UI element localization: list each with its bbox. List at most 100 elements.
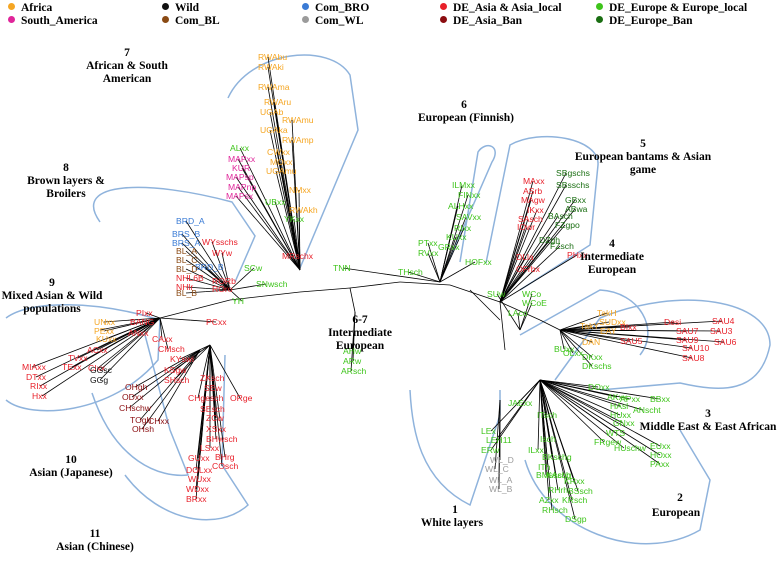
leaf-label: SAU8: [682, 353, 705, 363]
leaf-label: DSgp: [565, 514, 587, 524]
tree-branch: [221, 252, 226, 270]
tree-branch: [103, 319, 130, 323]
tree-branch: [513, 268, 527, 285]
tree-branch: [517, 312, 520, 321]
tree-branch: [209, 344, 227, 375]
cluster-name: European bantams & Asian: [575, 151, 712, 163]
leaf-label: SNwsch: [256, 279, 288, 289]
leaf-label: KUxx: [96, 334, 117, 344]
tree-branch: [205, 251, 231, 291]
tree-branch: [585, 312, 608, 322]
tree-branch: [295, 262, 301, 271]
tree-branch: [559, 324, 650, 331]
tree-branch: [269, 129, 284, 194]
tree-branch: [539, 379, 607, 417]
tree-branch: [157, 388, 178, 422]
tree-branch: [490, 418, 514, 451]
tree-branch: [152, 314, 161, 319]
cluster-name: Asian (Japanese): [29, 467, 113, 479]
tree-branch: [97, 345, 127, 369]
cluster-number: 11: [90, 528, 101, 540]
tree-branch: [229, 286, 250, 291]
tree-branch: [539, 379, 607, 391]
leaf-label: RHrh: [548, 485, 568, 495]
leaf-label: ROro: [212, 284, 233, 294]
tree-branch: [226, 373, 241, 399]
tree-branch: [540, 199, 576, 247]
leaf-label: MAPsp: [226, 172, 254, 182]
cluster-name: game: [630, 164, 656, 176]
tree-branch: [159, 317, 191, 321]
tree-branch: [596, 396, 644, 411]
tree-branch: [139, 319, 150, 323]
leaf-label: DZgh: [539, 235, 560, 245]
leaf-label: BIxx: [620, 322, 637, 332]
leaf-label: TakH: [597, 308, 617, 318]
cluster-name: African & South: [86, 60, 168, 72]
leaf-label: RWAma: [258, 82, 290, 92]
leaf-label: WL_D: [490, 455, 514, 465]
tree-branch: [291, 119, 296, 188]
tree-branch: [89, 317, 161, 346]
tree-branch: [221, 280, 226, 286]
tree-branch: [539, 379, 607, 427]
tree-branch: [598, 326, 631, 329]
tree-branch: [574, 413, 605, 443]
cluster-outlines: [5, 54, 771, 545]
tree-branch: [583, 393, 621, 407]
tree-branch: [583, 398, 621, 416]
leaf-label: SEw: [204, 383, 222, 393]
tree-branch: [427, 252, 434, 267]
leaf-label: Desi: [664, 317, 681, 327]
legend-de-asia: DE_Asia & Asia_local: [440, 2, 562, 14]
tree-branch: [577, 344, 593, 358]
tree-branch: [129, 317, 161, 321]
tree-branch: [229, 291, 301, 301]
leaf-label: BRxx: [186, 494, 207, 504]
leaf-label: KYswi: [170, 354, 194, 364]
wild-swatch: [162, 3, 169, 10]
tree-branch: [586, 321, 610, 326]
tree-branch: [185, 291, 206, 294]
tree-branch: [559, 329, 578, 337]
leaf-label: JAExx: [508, 398, 533, 408]
leaf-label: PCxx: [206, 317, 227, 327]
cluster-name: Intermediate: [580, 251, 644, 263]
legend-de-asia-ban: DE_Asia_Ban: [440, 15, 522, 27]
tree-branch: [236, 295, 243, 302]
tree-branch: [242, 267, 255, 279]
leaf-label: CWxx: [267, 147, 291, 157]
tree-branch: [399, 281, 451, 286]
tree-branch: [352, 338, 355, 362]
leaf-label: KAsch: [546, 470, 571, 480]
cluster-number: 6: [461, 99, 467, 111]
leaf-label: BHwsch: [206, 434, 238, 444]
tree-branch: [517, 190, 534, 242]
tree-branch: [299, 287, 351, 293]
legend-africa: Africa: [8, 2, 52, 14]
tree-branch: [559, 329, 649, 331]
tree-branch: [539, 379, 597, 397]
leaf-label: SHsch: [164, 375, 190, 385]
legend-label: DE_Europe & Europe_local: [609, 2, 748, 14]
tree-branch: [350, 344, 354, 372]
de-asia-ban-swatch: [440, 16, 447, 23]
tree-branch: [407, 271, 423, 277]
leaf-label: ORge: [230, 393, 253, 403]
leaf-label: BHrg: [215, 452, 235, 462]
tree-branch: [539, 379, 560, 457]
tree-branch: [455, 194, 469, 235]
tree-branch: [537, 418, 540, 451]
tree-branch: [605, 390, 661, 400]
leaf-label: OHsh: [132, 424, 154, 434]
cluster-7-outline: [227, 54, 359, 269]
tree-branch: [499, 260, 516, 303]
leaf-label: TVxx: [68, 353, 88, 363]
tree-branch: [539, 379, 562, 442]
tree-branch: [239, 147, 268, 204]
leaf-label: GGg: [90, 375, 108, 385]
tree-branch: [273, 101, 287, 178]
leaf-label: KSgw: [164, 365, 187, 375]
tree-branch: [559, 329, 563, 341]
leaf-label: SCw: [244, 263, 263, 273]
